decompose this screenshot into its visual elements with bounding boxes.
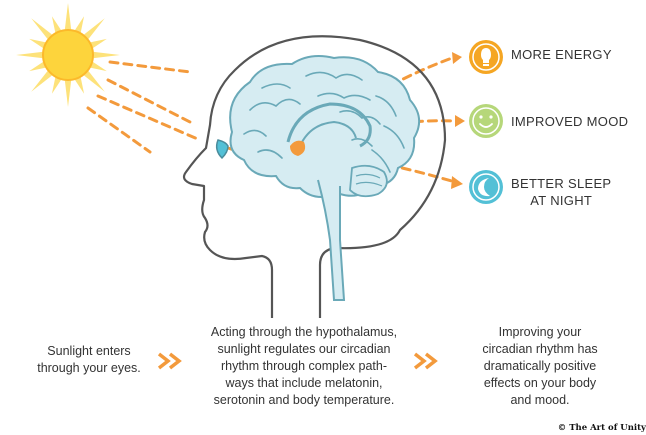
sun-arrow-middle [106, 78, 192, 124]
sun-ray [84, 18, 105, 39]
caption-step2-line: Acting through the hypothalamus, [210, 325, 398, 339]
sun-ray [93, 51, 120, 59]
sun-arrow-bottom [86, 106, 152, 154]
sun-ray [64, 80, 72, 107]
caption-step3-line: and mood. [510, 393, 570, 407]
sun-ray [29, 62, 46, 72]
arrowhead-mood [455, 115, 465, 127]
hypothalamus [290, 140, 306, 156]
sun-ray [84, 71, 105, 92]
effect-label-sleep-line2: AT NIGHT [530, 193, 593, 208]
caption-step2-line: serotonin and body temperature. [213, 393, 395, 407]
sun-ray [31, 18, 52, 39]
caption-step3-line: dramatically positive [483, 359, 597, 373]
caption-step3: Improving your circadian rhythm has dram… [450, 324, 630, 409]
sun-ray [64, 3, 72, 30]
caption-step2-line: ways that include melatonin, [225, 376, 383, 390]
smiley-icon [469, 104, 503, 138]
sun-ray [75, 16, 85, 33]
arrowhead-sleep [451, 176, 463, 189]
effect-label-energy: MORE ENERGY [511, 47, 612, 62]
effect-label-sleep-line1: BETTER SLEEP [511, 176, 612, 191]
brain-illustration [229, 55, 421, 301]
arrowhead-energy [452, 52, 462, 64]
sun-ray [90, 62, 107, 72]
caption-step1-line: Sunlight enters [47, 344, 131, 358]
caption-step3-line: circadian rhythm has [482, 342, 598, 356]
sun-ray [75, 77, 85, 94]
caption-step3-line: Improving your [498, 325, 582, 339]
sun-arrow-eye [96, 94, 202, 142]
caption-step2-line: sunlight regulates our circadian [217, 342, 391, 356]
chevron-right-icon [157, 352, 182, 370]
illustration [16, 3, 503, 318]
head-outline [182, 35, 447, 318]
caption-step3-line: effects on your body [483, 376, 597, 390]
sun-ray [16, 51, 43, 59]
lightbulb-icon [469, 40, 503, 74]
effect-label-mood: IMPROVED MOOD [511, 114, 629, 129]
effect-label-sleep: BETTER SLEEP AT NIGHT [511, 175, 611, 209]
sun-arrow-top [108, 60, 192, 74]
moon-icon [469, 170, 503, 204]
eye-icon [215, 139, 229, 160]
chevron-right-icon [413, 352, 438, 370]
caption-step2-line: rhythm through complex path- [220, 359, 388, 373]
sun-ray [31, 71, 52, 92]
caption-step1: Sunlight enters through your eyes. [14, 343, 164, 377]
credit: © The Art of Unity [557, 423, 646, 433]
sun-ray [51, 77, 61, 94]
caption-step1-line: through your eyes. [37, 361, 141, 375]
sun-icon [16, 3, 120, 107]
caption-step2: Acting through the hypothalamus, sunligh… [192, 324, 416, 409]
sun-ray [90, 38, 107, 48]
sun-ray [29, 38, 46, 48]
sun-ray [51, 16, 61, 33]
